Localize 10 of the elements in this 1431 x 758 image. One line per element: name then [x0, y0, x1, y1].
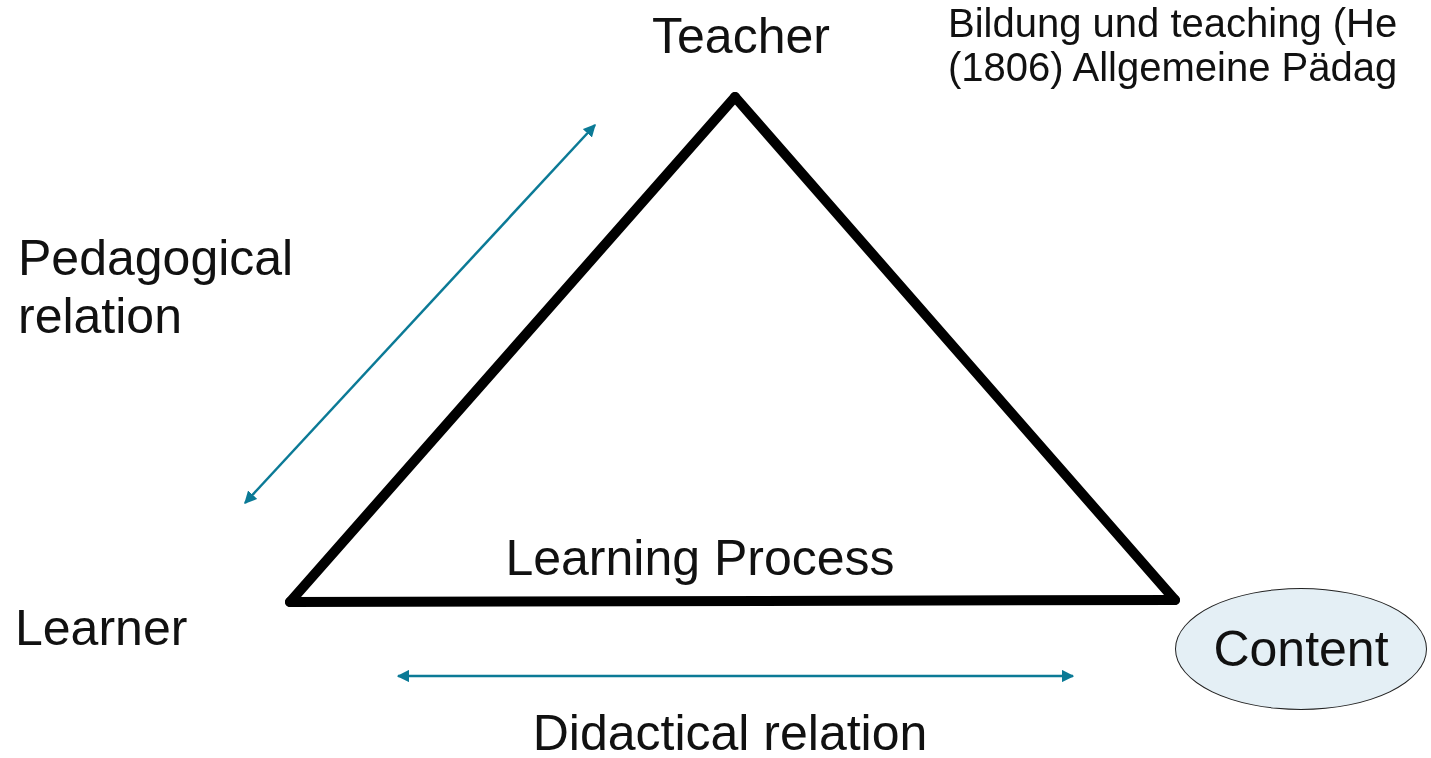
triangle-side: [730, 92, 1180, 605]
relation-label: Pedagogical relation: [18, 230, 295, 345]
center-label: Learning Process: [504, 530, 896, 588]
vertex-label: Learner: [15, 600, 189, 656]
reference-text: (1806) Allgemeine Pädag: [948, 45, 1399, 90]
node-label: Content: [1213, 621, 1389, 677]
reference-text: Bildung und teaching (He: [948, 0, 1399, 46]
vertex-label: Teacher: [651, 8, 831, 64]
relation-label: Didactical relation: [531, 705, 929, 758]
triangle-side: [285, 595, 1180, 607]
